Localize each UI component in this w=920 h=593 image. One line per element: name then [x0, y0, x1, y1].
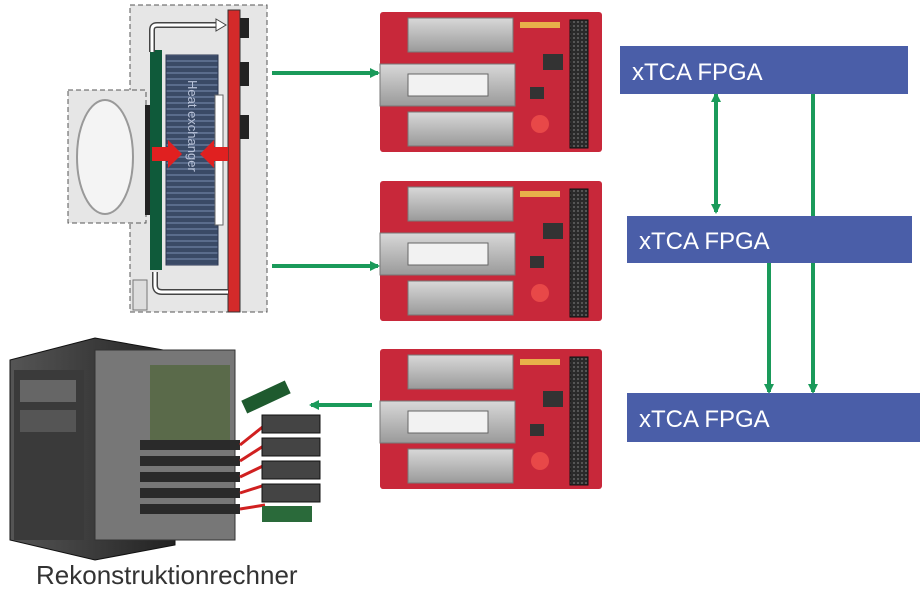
chip-2: [530, 256, 544, 268]
gpu-module-1: [261, 414, 321, 434]
interface-card-top: [241, 380, 291, 414]
gpu-card-4: [140, 488, 240, 498]
chip-1: [543, 223, 563, 239]
flow-arrow-top-inner: [150, 23, 218, 52]
cable-1: [239, 423, 266, 447]
sfp-port: [407, 242, 489, 266]
chip-1: [543, 391, 563, 407]
sensor-lens: [76, 99, 134, 215]
sfp-cage-middle: [379, 232, 516, 276]
fpga-label: xTCA FPGA: [639, 228, 770, 255]
detector-assembly: Heat exchanger: [67, 4, 268, 313]
edge-connector: [569, 188, 589, 318]
gpu-card-2: [140, 456, 240, 466]
smd-row: [520, 191, 560, 197]
drive-bay-1: [20, 380, 76, 402]
server-computer: [9, 337, 321, 561]
sfp-cage-top: [407, 17, 514, 53]
base-block: [132, 279, 148, 311]
cable-3: [239, 463, 266, 479]
gpu-module-4: [261, 483, 321, 503]
chip-2: [530, 424, 544, 436]
sfp-cage-bottom: [407, 448, 514, 484]
fpga-label: xTCA FPGA: [639, 406, 770, 433]
cable-2: [239, 443, 266, 463]
fpga-box-2: xTCA FPGA: [627, 216, 912, 263]
connector-block-3: [240, 115, 249, 139]
sfp-cage-bottom: [407, 280, 514, 316]
fpga-label: xTCA FPGA: [632, 59, 763, 86]
motherboard: [150, 365, 230, 440]
cable-5: [239, 503, 266, 511]
sfp-port: [407, 410, 489, 434]
heat-exchanger-label: Heat exchanger: [185, 80, 200, 172]
sfp-cage-top: [407, 354, 514, 390]
pcb-board-2: [379, 181, 602, 321]
sfp-port: [407, 73, 489, 97]
gpu-card-1: [140, 440, 240, 450]
gpu-card-5: [140, 504, 240, 514]
pcb-board-3: [379, 349, 602, 489]
connector-block-1: [240, 18, 249, 38]
pcb-board-1: [379, 12, 602, 152]
capacitor: [531, 284, 549, 302]
connector-block-2: [240, 62, 249, 86]
gpu-module-2: [261, 437, 321, 457]
interface-card-bottom: [262, 506, 312, 522]
gpu-card-3: [140, 472, 240, 482]
smd-row: [520, 359, 560, 365]
sfp-cage-bottom: [407, 111, 514, 147]
red-arrow-right: [152, 140, 182, 168]
edge-connector: [569, 356, 589, 486]
fpga-box-1: xTCA FPGA: [620, 46, 908, 94]
red-arrow-left: [200, 140, 228, 168]
flow-arrowhead-top: [215, 18, 227, 32]
heat-exchanger-label-group: Heat exchanger: [185, 80, 200, 172]
edge-connector: [569, 19, 589, 149]
smd-row: [520, 22, 560, 28]
chip-1: [543, 54, 563, 70]
cable-4: [239, 483, 266, 495]
gpu-module-3: [261, 460, 321, 480]
capacitor: [531, 115, 549, 133]
server-caption: Rekonstruktionrechner: [36, 560, 298, 590]
sfp-cage-top: [407, 186, 514, 222]
red-board: [227, 9, 241, 313]
chip-2: [530, 87, 544, 99]
fpga-box-3: xTCA FPGA: [627, 393, 920, 442]
flow-arrow-bottom-inner: [153, 272, 228, 294]
drive-bay-2: [20, 410, 76, 432]
capacitor: [531, 452, 549, 470]
